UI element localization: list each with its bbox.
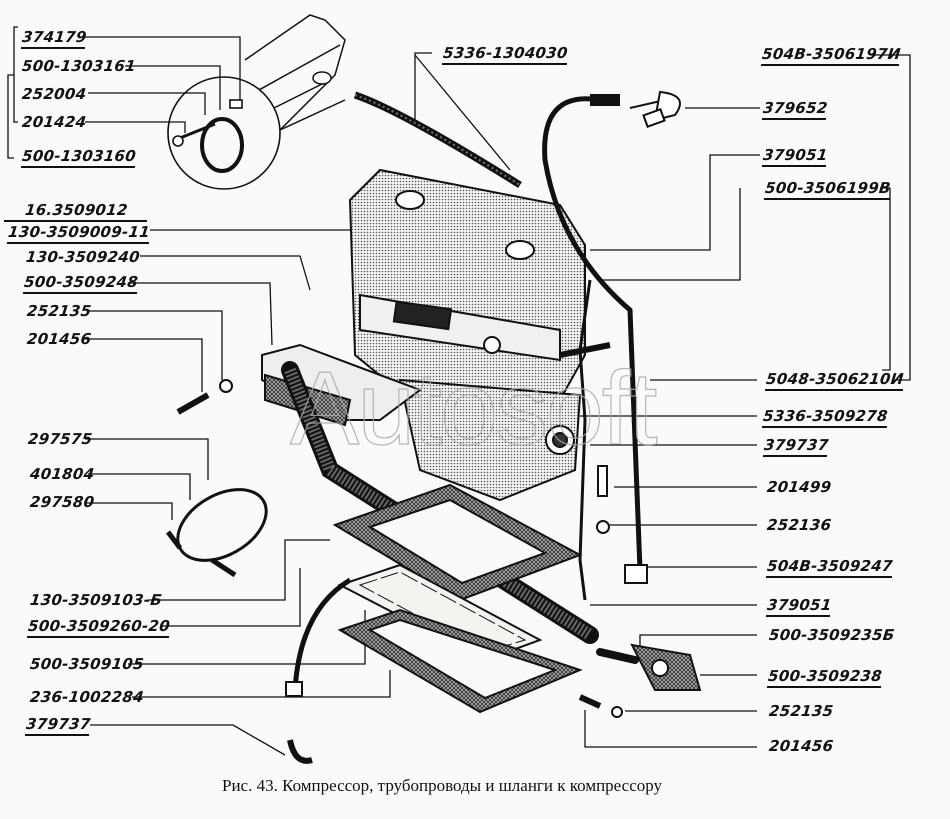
gaskets	[332, 483, 583, 714]
part-label: 297575	[27, 430, 94, 448]
part-label: 252135	[26, 302, 93, 320]
part-label: 130-3509009-11	[6, 223, 151, 244]
part-label: 500-1303161	[21, 57, 137, 75]
fitting-379652	[629, 90, 681, 128]
part-label: 201424	[21, 113, 88, 131]
part-label: 252004	[21, 85, 88, 103]
part-label: 379737	[24, 715, 92, 736]
part-label: 500-3506199В	[763, 179, 892, 200]
part-label: 500-3509238	[766, 667, 884, 688]
part-label: 500-3509260-20	[26, 617, 171, 638]
part-label: 500-3509235Б	[768, 626, 896, 644]
part-label: 236-1002284	[29, 688, 145, 706]
part-label: 5336-1304030	[441, 44, 569, 65]
part-label: 401804	[29, 465, 96, 483]
part-label: 130-3509103-Б	[29, 591, 164, 609]
part-label: 252135	[768, 702, 835, 720]
part-label: 16.3509012	[3, 201, 149, 222]
part-label: 374179	[20, 28, 88, 49]
part-label: 379737	[762, 436, 830, 457]
part-label: 379051	[761, 146, 829, 167]
part-label: 379652	[761, 99, 829, 120]
part-label: 379051	[765, 596, 833, 617]
part-label: 500-1303160	[20, 147, 137, 168]
part-label: 500-3509105	[29, 655, 145, 673]
part-label: 201499	[766, 478, 833, 496]
figure-caption: Рис. 43. Компрессор, трубопроводы и шлан…	[222, 776, 663, 795]
part-label: 201456	[768, 737, 835, 755]
part-label: 297580	[29, 493, 96, 511]
bolts	[176, 379, 702, 718]
part-label: 504В-3509247	[765, 557, 894, 578]
chassis-bracket	[244, 14, 346, 131]
hose-clamp	[166, 488, 268, 578]
compressor-body	[348, 168, 586, 502]
part-label: 5336-3509278	[761, 407, 889, 428]
part-label: 500-3509248	[22, 273, 139, 294]
hose-5048-3506197	[542, 96, 643, 571]
clamp-detail-circle	[167, 76, 281, 190]
leader-lines	[7, 26, 911, 756]
part-label: 201456	[26, 330, 93, 348]
hose-236-1002284	[292, 577, 352, 691]
part-label: 504В-3506197И	[760, 45, 902, 66]
part-label: 252136	[766, 516, 833, 534]
part-label: 5048-3506210И	[764, 370, 905, 391]
part-label: 130-3509240	[25, 248, 141, 266]
watermark: Autosoft	[289, 350, 658, 467]
